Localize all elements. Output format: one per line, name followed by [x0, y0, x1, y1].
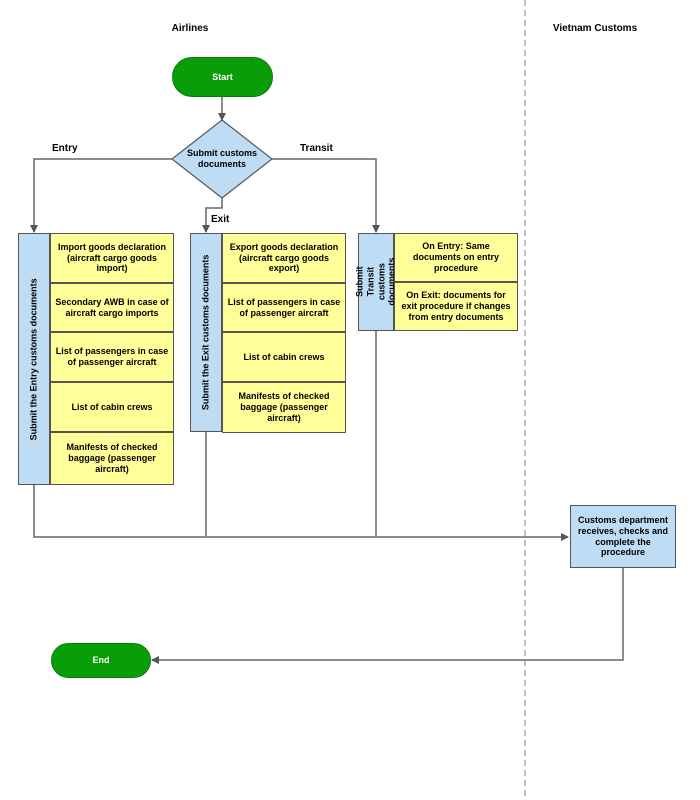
exit-header-bar: Submit the Exit customs documents [190, 233, 222, 432]
decision-label: Submit customs documents [186, 148, 257, 169]
connector-entry-to-customs [33, 485, 569, 541]
edge-label-transit: Transit [300, 143, 333, 154]
entry-doc-4: List of cabin crews [50, 382, 174, 432]
exit-doc-1: Export goods declaration (aircraft cargo… [222, 233, 346, 283]
entry-doc-1: Import goods declaration (aircraft cargo… [50, 233, 174, 283]
connector-exit-branch [202, 198, 223, 233]
entry-doc-3: List of passengers in case of passenger … [50, 332, 174, 382]
entry-header-label: Submit the Entry customs documents [28, 277, 39, 441]
lane-title-airlines: Airlines [171, 23, 209, 34]
customs-process-box: Customs department receives, checks and … [570, 505, 676, 568]
exit-header-label: Submit the Exit customs documents [200, 254, 211, 411]
edge-label-entry: Entry [52, 143, 78, 154]
end-terminal: End [51, 643, 151, 678]
transit-header-label: Submit Transit customs documents [354, 257, 397, 306]
edge-label-exit: Exit [211, 214, 230, 225]
entry-header-bar: Submit the Entry customs documents [18, 233, 50, 485]
transit-doc-1: On Entry: Same documents on entry proced… [394, 233, 518, 282]
connector-entry-branch [30, 158, 172, 233]
exit-doc-4: Manifests of checked baggage (passenger … [222, 382, 346, 433]
transit-doc-2: On Exit: documents for exit procedure if… [394, 282, 518, 331]
entry-doc-2: Secondary AWB in case of aircraft cargo … [50, 283, 174, 332]
exit-doc-2: List of passengers in case of passenger … [222, 283, 346, 332]
entry-doc-5: Manifests of checked baggage (passenger … [50, 432, 174, 485]
start-terminal: Start [172, 57, 273, 97]
connector-transit-branch [272, 158, 380, 233]
connector-customs-end [151, 568, 624, 664]
transit-header-bar: Submit Transit customs documents [354, 233, 397, 331]
lane-title-customs: Vietnam Customs [552, 23, 638, 34]
exit-doc-3: List of cabin crews [222, 332, 346, 382]
